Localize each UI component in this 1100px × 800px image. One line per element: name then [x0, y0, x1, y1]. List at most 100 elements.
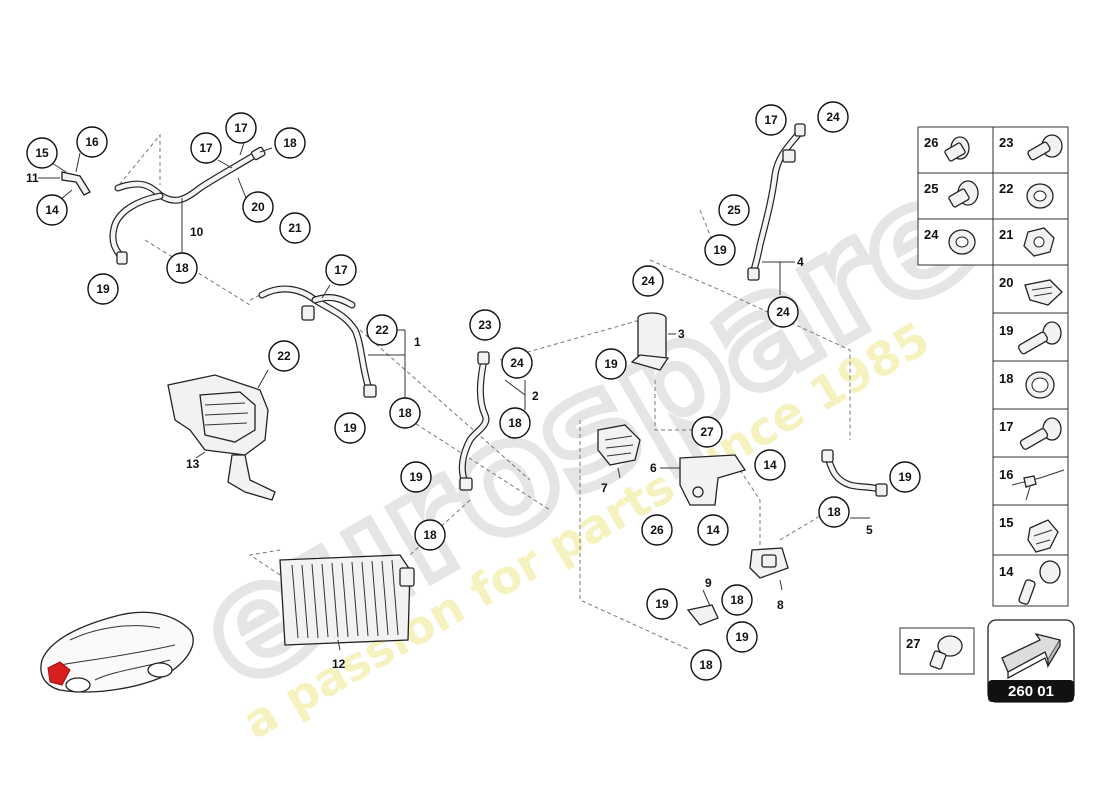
pipe-part-4: [747, 123, 806, 281]
table-label-22: 22: [999, 181, 1013, 196]
svg-text:19: 19: [735, 630, 749, 644]
part-number-8: 8: [777, 598, 784, 612]
svg-text:19: 19: [898, 470, 912, 484]
callout-26[interactable]: 26: [641, 514, 673, 546]
callout-19[interactable]: 19: [87, 273, 119, 305]
table-label-24: 24: [924, 227, 939, 242]
callout-18[interactable]: 18: [690, 649, 722, 681]
callout-21[interactable]: 21: [279, 212, 311, 244]
receiver-drier-part-3: [630, 312, 670, 371]
part-number-2: 2: [532, 389, 539, 403]
clip-icon-15: [1027, 519, 1059, 553]
callout-14[interactable]: 14: [754, 449, 786, 481]
cable-tie-icon-16: [1011, 469, 1065, 501]
callout-18[interactable]: 18: [818, 496, 850, 528]
svg-text:21: 21: [288, 221, 302, 235]
callout-18[interactable]: 18: [389, 397, 421, 429]
callout-19[interactable]: 19: [595, 348, 627, 380]
car-location-thumbnail: [40, 611, 194, 693]
callout-25[interactable]: 25: [718, 194, 750, 226]
part-drawings: [40, 123, 888, 693]
table-label-21: 21: [999, 227, 1013, 242]
callout-17[interactable]: 17: [225, 112, 257, 144]
callout-17[interactable]: 17: [755, 104, 787, 136]
svg-text:17: 17: [764, 113, 778, 127]
part-number-13: 13: [186, 457, 200, 471]
bolt-icon-19: [1017, 321, 1062, 355]
callout-19[interactable]: 19: [646, 588, 678, 620]
washer-icon-22: [1026, 183, 1054, 209]
table-label-18: 18: [999, 371, 1013, 386]
callout-15[interactable]: 15: [26, 137, 58, 169]
table-label-23: 23: [999, 135, 1013, 150]
callout-19[interactable]: 19: [334, 412, 366, 444]
clip-part-9: [686, 604, 719, 626]
part-numbers: 11 10 1 13 2 3 4 6 7 5 9 8 12: [26, 171, 873, 671]
callout-18[interactable]: 18: [721, 584, 753, 616]
svg-text:25: 25: [727, 203, 741, 217]
svg-text:27: 27: [700, 425, 714, 439]
svg-text:15: 15: [35, 146, 49, 160]
pipe-part-1: [258, 285, 377, 398]
condenser-part-12: [279, 554, 415, 646]
callout-19[interactable]: 19: [704, 234, 736, 266]
svg-text:18: 18: [283, 136, 297, 150]
callout-22[interactable]: 22: [366, 314, 398, 346]
callout-22[interactable]: 22: [268, 340, 300, 372]
svg-text:24: 24: [641, 274, 655, 288]
callout-23[interactable]: 23: [469, 309, 501, 341]
callout-14[interactable]: 14: [697, 514, 729, 546]
callout-19[interactable]: 19: [889, 461, 921, 493]
sensor-part-7: [597, 424, 641, 466]
svg-text:24: 24: [826, 110, 840, 124]
callout-24[interactable]: 24: [767, 296, 799, 328]
highlight-marker: [47, 661, 71, 686]
callout-24[interactable]: 24: [632, 265, 664, 297]
callout-18[interactable]: 18: [166, 252, 198, 284]
extra-part-label: 27: [906, 636, 920, 651]
svg-text:22: 22: [375, 323, 389, 337]
callout-16[interactable]: 16: [76, 126, 108, 158]
bolt-icon-27: [929, 635, 963, 670]
nut-icon-21: [1023, 227, 1055, 257]
direction-arrow-icon: [1001, 632, 1062, 680]
callout-14[interactable]: 14: [36, 194, 68, 226]
table-label-14: 14: [999, 564, 1014, 579]
svg-text:18: 18: [699, 658, 713, 672]
callouts: 15 16 14 17 17 18 20 21 18 19 17 22 22 1…: [26, 101, 921, 681]
svg-text:14: 14: [45, 203, 59, 217]
pipe-part-5: [821, 449, 888, 497]
bracket-part-6: [679, 454, 747, 506]
svg-text:18: 18: [730, 593, 744, 607]
oring-icon-18: [1025, 371, 1055, 399]
part-number-9: 9: [705, 576, 712, 590]
callout-18[interactable]: 18: [274, 127, 306, 159]
svg-text:24: 24: [776, 305, 790, 319]
callout-20[interactable]: 20: [242, 191, 274, 223]
callout-19[interactable]: 19: [400, 461, 432, 493]
callout-17[interactable]: 17: [190, 132, 222, 164]
part-number-3: 3: [678, 327, 685, 341]
sensor-part-8: [749, 547, 789, 579]
svg-text:19: 19: [713, 243, 727, 257]
table-label-20: 20: [999, 275, 1013, 290]
callout-24[interactable]: 24: [817, 101, 849, 133]
svg-text:19: 19: [655, 597, 669, 611]
callout-18[interactable]: 18: [414, 519, 446, 551]
bolt-icon-23: [1027, 134, 1063, 161]
callout-24[interactable]: 24: [501, 347, 533, 379]
bolt-icon-25: [948, 180, 979, 208]
callout-19[interactable]: 19: [726, 621, 758, 653]
callout-27[interactable]: 27: [691, 416, 723, 448]
part-number-11: 11: [26, 171, 39, 185]
part-number-1: 1: [414, 335, 421, 349]
extra-part-box: 27: [899, 627, 975, 675]
svg-text:18: 18: [827, 505, 841, 519]
callout-18[interactable]: 18: [499, 407, 531, 439]
clip-icon-20: [1024, 279, 1063, 306]
svg-text:19: 19: [604, 357, 618, 371]
callout-17[interactable]: 17: [325, 254, 357, 286]
leader-lines: [38, 139, 870, 651]
washer-icon-24: [948, 229, 976, 255]
